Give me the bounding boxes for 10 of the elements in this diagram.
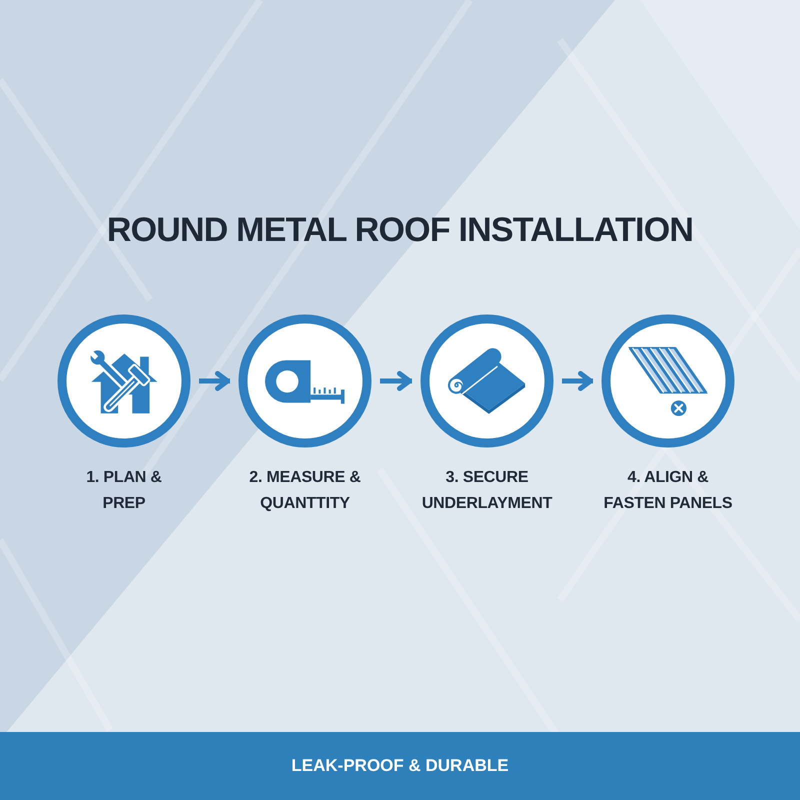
title: ROUND METAL ROOF INSTALLATION	[106, 211, 694, 249]
banner-text: LEAK-PROOF & DURABLE	[291, 755, 509, 777]
footer-banner	[0, 732, 800, 800]
step-label: 3. SECURE UNDERLAYMENT	[420, 468, 554, 514]
step-label: 1. PLAN & PREP	[85, 468, 163, 514]
step-label: 4. ALIGN & FASTEN PANELS	[602, 468, 734, 514]
arrow	[380, 371, 412, 391]
arrow	[199, 371, 230, 391]
arrow	[562, 371, 593, 391]
step-label: 2. MEASURE & QUANTTITY	[248, 468, 362, 514]
